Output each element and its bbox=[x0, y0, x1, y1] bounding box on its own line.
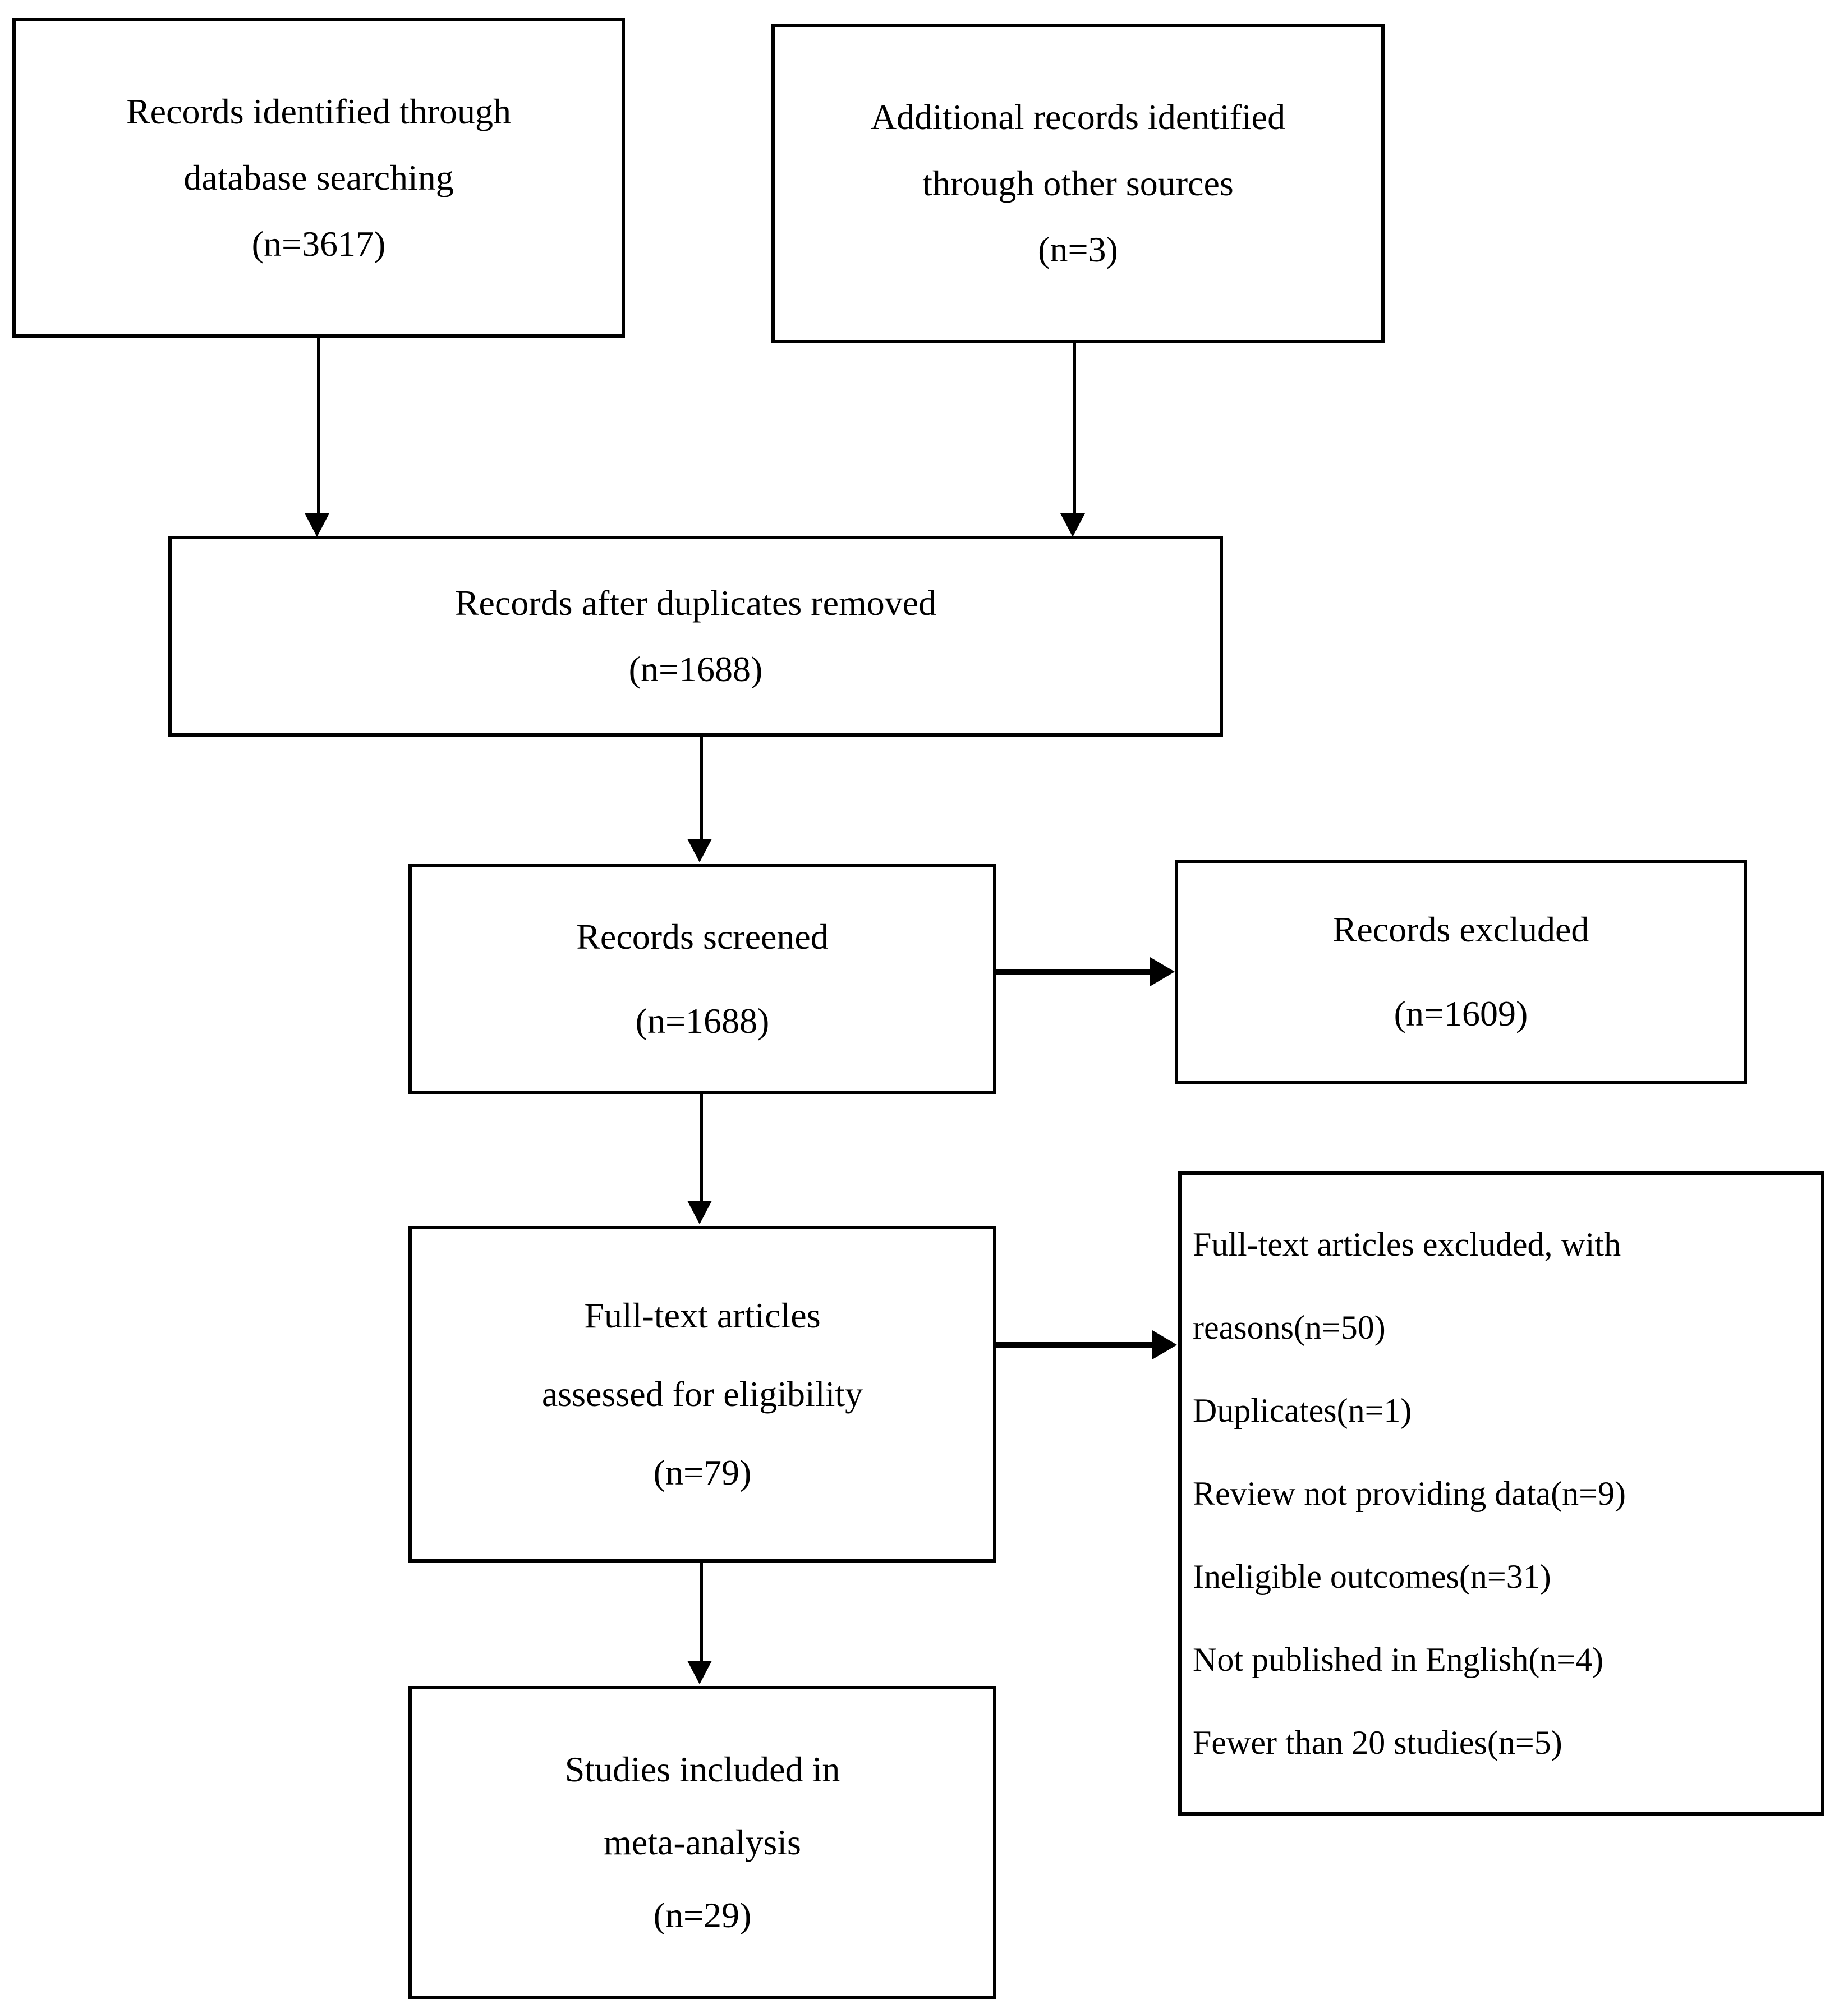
box-count: (n=79) bbox=[653, 1453, 752, 1492]
box-line: assessed for eligibility bbox=[541, 1374, 863, 1414]
connector-line-fulltext-to-excluded-reasons bbox=[996, 1342, 1153, 1348]
box-line: through other sources bbox=[922, 163, 1234, 203]
box-records-excluded: Records excluded (n=1609) bbox=[1175, 860, 1747, 1084]
box-count: (n=3617) bbox=[251, 224, 386, 264]
connector-line-screened-to-excluded bbox=[996, 969, 1151, 975]
arrow-head-down-icon bbox=[687, 1201, 712, 1224]
box-line: Studies included in bbox=[564, 1749, 840, 1789]
box-line: meta-analysis bbox=[604, 1822, 801, 1862]
box-records-screened: Records screened (n=1688) bbox=[408, 864, 996, 1094]
arrow-head-down-icon bbox=[1060, 513, 1085, 537]
connector-line-other-sources-to-dedup bbox=[1073, 343, 1076, 514]
box-count: (n=29) bbox=[653, 1895, 752, 1935]
box-line: Records screened bbox=[576, 917, 829, 957]
box-full-text-articles-excluded-reasons: Full-text articles excluded, with reason… bbox=[1178, 1171, 1824, 1816]
box-count: (n=3) bbox=[1038, 229, 1118, 269]
exclusion-heading-line-1: Full-text articles excluded, with bbox=[1193, 1226, 1621, 1263]
box-count: (n=1609) bbox=[1394, 994, 1528, 1033]
box-line: Full-text articles bbox=[584, 1295, 821, 1335]
exclusion-reason-duplicates: Duplicates(n=1) bbox=[1193, 1392, 1412, 1429]
box-line: Records after duplicates removed bbox=[454, 583, 937, 623]
box-line: Records excluded bbox=[1332, 909, 1589, 949]
box-count: (n=1688) bbox=[635, 1001, 770, 1041]
arrow-head-down-icon bbox=[305, 513, 329, 537]
exclusion-reason-review-no-data: Review not providing data(n=9) bbox=[1193, 1475, 1626, 1512]
box-count: (n=1688) bbox=[628, 649, 763, 689]
connector-line-screened-to-fulltext bbox=[700, 1094, 703, 1201]
box-studies-included-meta-analysis: Studies included in meta-analysis (n=29) bbox=[408, 1686, 996, 1999]
connector-line-database-to-dedup bbox=[317, 338, 320, 514]
arrow-head-down-icon bbox=[687, 839, 712, 862]
connector-line-dedup-to-screened bbox=[700, 737, 703, 840]
exclusion-reason-fewer-than-20-studies: Fewer than 20 studies(n=5) bbox=[1193, 1724, 1562, 1761]
box-line: Additional records identified bbox=[870, 97, 1286, 137]
box-line: database searching bbox=[183, 158, 454, 197]
box-records-identified-database: Records identified through database sear… bbox=[12, 18, 625, 338]
box-full-text-articles-assessed: Full-text articles assessed for eligibil… bbox=[408, 1226, 996, 1563]
exclusion-reason-not-english: Not published in English(n=4) bbox=[1193, 1641, 1604, 1678]
arrow-head-right-icon bbox=[1152, 1330, 1177, 1359]
box-line: Records identified through bbox=[126, 91, 512, 131]
exclusion-heading-line-2: reasons(n=50) bbox=[1193, 1309, 1386, 1346]
connector-line-fulltext-to-included bbox=[700, 1563, 703, 1662]
box-records-after-duplicates-removed: Records after duplicates removed (n=1688… bbox=[168, 536, 1223, 737]
arrow-head-right-icon bbox=[1150, 957, 1175, 986]
box-additional-records-other-sources: Additional records identified through ot… bbox=[771, 24, 1385, 343]
arrow-head-down-icon bbox=[687, 1661, 712, 1684]
exclusion-reason-ineligible-outcomes: Ineligible outcomes(n=31) bbox=[1193, 1558, 1551, 1595]
